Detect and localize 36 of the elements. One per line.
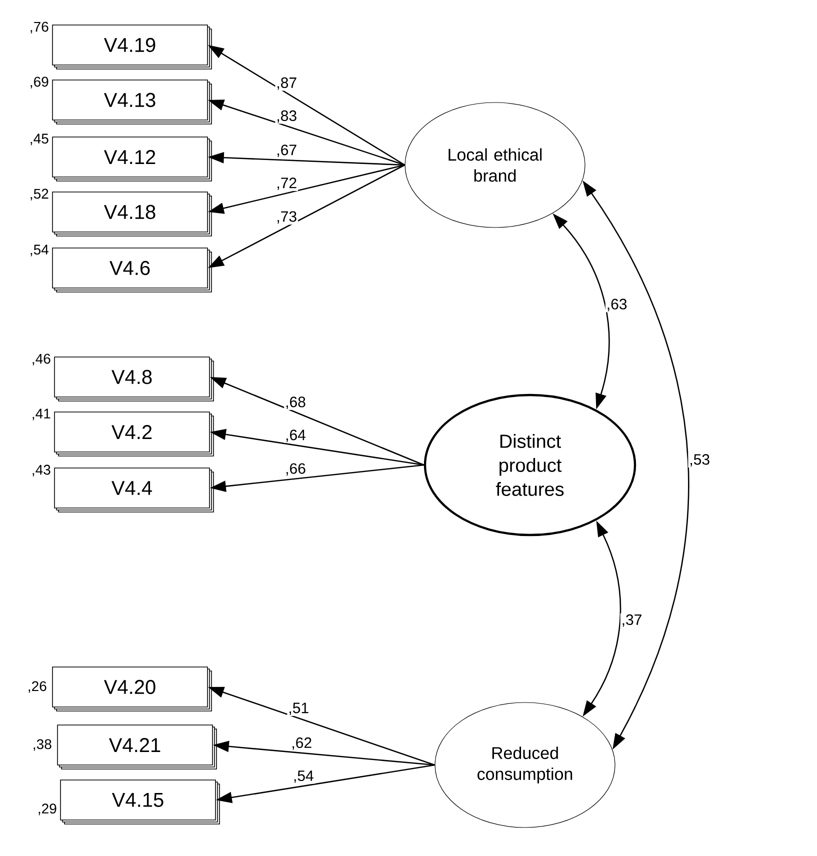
indicator-box: V4.6 (52, 248, 212, 292)
variance-label: ,41 (32, 408, 50, 420)
variance-label: ,54 (30, 244, 48, 256)
edge-label: ,64 (284, 428, 307, 443)
edge-label: ,63 (605, 298, 628, 312)
edge-label: ,72 (275, 176, 298, 191)
edge-label: ,66 (284, 462, 307, 477)
edge-label: ,83 (275, 109, 298, 124)
variance-label: ,69 (30, 76, 48, 88)
variance-label: ,76 (30, 22, 48, 34)
variance-label: ,38 (34, 739, 52, 751)
indicator-box: V4.8 (54, 356, 214, 402)
edge-label: ,73 (275, 210, 298, 225)
edge-label: ,87 (275, 76, 298, 91)
variance-label: ,52 (30, 188, 48, 200)
indicator-box: V4.18 (52, 192, 212, 236)
indicator-box: V4.19 (52, 24, 212, 70)
indicator-box: V4.20 (52, 666, 212, 712)
indicator-box: V4.2 (54, 412, 214, 456)
indicator-box: V4.4 (54, 468, 214, 512)
edge-label: ,67 (275, 144, 298, 158)
edge-label: ,62 (290, 736, 314, 751)
variance-label: ,29 (38, 804, 56, 816)
variance-label: ,43 (32, 464, 50, 476)
edge-label: ,37 (620, 613, 644, 628)
edge-label: ,54 (292, 770, 315, 784)
variance-label: ,45 (30, 134, 48, 146)
variance-label: ,26 (28, 681, 46, 693)
indicator-box: V4.12 (52, 136, 212, 182)
indicator-box: V4.15 (60, 780, 220, 824)
edge-label: ,68 (284, 396, 307, 410)
variance-label: ,46 (32, 354, 50, 366)
edge-label: ,51 (287, 702, 310, 716)
indicator-box: V4.13 (52, 80, 212, 124)
indicator-box: V4.21 (57, 724, 217, 770)
edge-label: ,53 (688, 453, 712, 468)
